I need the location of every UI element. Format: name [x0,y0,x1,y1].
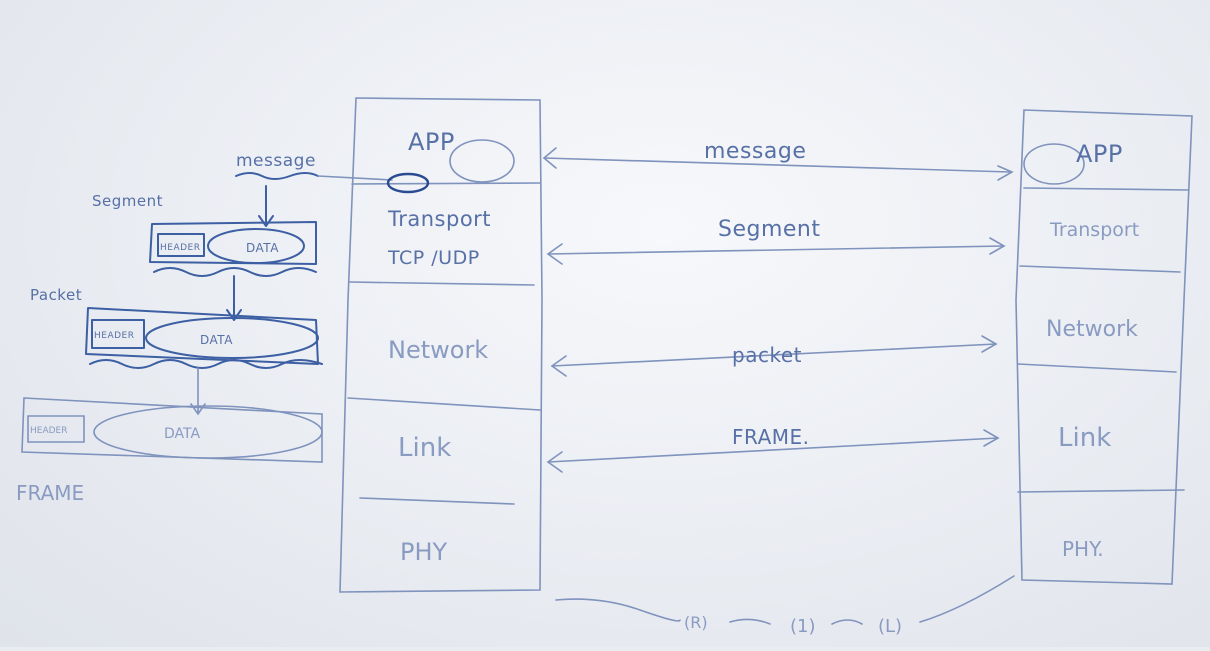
link-node-1: (1) [790,616,816,637]
arrow-label-message: message [704,139,806,164]
left-layer-phy: PHY [400,538,448,566]
packet-header: HEADER [94,331,134,341]
encapsulation-diagram: message Segment HEADER DATA Packet HEADE… [16,151,430,505]
encap-segment-label: Segment [92,192,163,210]
arrow-label-segment: Segment [718,217,821,242]
right-layer-app: APP [1076,140,1123,168]
packet-data: DATA [200,333,233,347]
right-layer-transport: Transport [1049,219,1139,241]
physical-link: (R) (1) (L) [555,575,1015,637]
left-protocol-stack: APP Transport TCP /UDP Network Link PHY [339,97,543,593]
left-layer-network: Network [388,336,488,364]
right-layer-phy: PHY. [1062,537,1104,561]
encap-message-label: message [236,151,316,171]
right-layer-network: Network [1046,317,1138,342]
segment-header: HEADER [160,243,200,253]
link-node-l: (L) [878,616,902,637]
right-layer-link: Link [1058,423,1111,453]
frame-data: DATA [164,426,200,442]
frame-header: HEADER [30,426,67,436]
segment-data: DATA [246,241,279,255]
left-layer-transport: Transport [387,207,491,231]
encap-packet-label: Packet [30,286,82,304]
arrow-label-packet: packet [732,343,802,367]
left-transport-protocols: TCP /UDP [387,247,480,269]
right-protocol-stack: APP Transport Network Link PHY. [1015,109,1193,585]
encap-frame-label: FRAME [16,481,84,505]
peer-arrows: message Segment packet FRAME. [542,139,1014,473]
link-node-r: (R) [684,613,708,632]
left-layer-app: APP [408,128,455,156]
left-layer-link: Link [398,433,451,463]
arrow-label-frame: FRAME. [732,425,810,449]
